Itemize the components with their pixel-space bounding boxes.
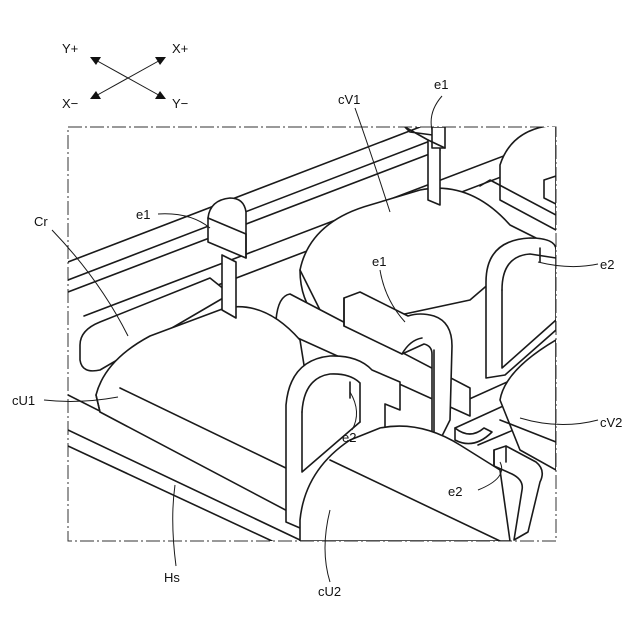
label-cv1: cV1	[338, 92, 360, 107]
label-cr: Cr	[34, 214, 48, 229]
axis-indicator: Y+ X+ X− Y−	[62, 41, 188, 111]
cell-rear-right	[500, 125, 556, 230]
label-e1-left: e1	[136, 207, 150, 222]
label-e1-top: e1	[434, 77, 448, 92]
axis-label-y-minus: Y−	[172, 96, 188, 111]
label-hs: Hs	[164, 570, 180, 585]
label-cu2: cU2	[318, 584, 341, 599]
label-e2-bottom: e2	[448, 484, 462, 499]
axis-label-x-minus: X−	[62, 96, 78, 111]
label-cv2: cV2	[600, 415, 622, 430]
label-cu1: cU1	[12, 393, 35, 408]
axis-label-x-plus: X+	[172, 41, 188, 56]
label-e2-right: e2	[600, 257, 614, 272]
axis-label-y-plus: Y+	[62, 41, 78, 56]
label-e2-mid: e2	[342, 430, 356, 445]
label-e1-mid: e1	[372, 254, 386, 269]
assembly-drawing	[68, 125, 556, 541]
